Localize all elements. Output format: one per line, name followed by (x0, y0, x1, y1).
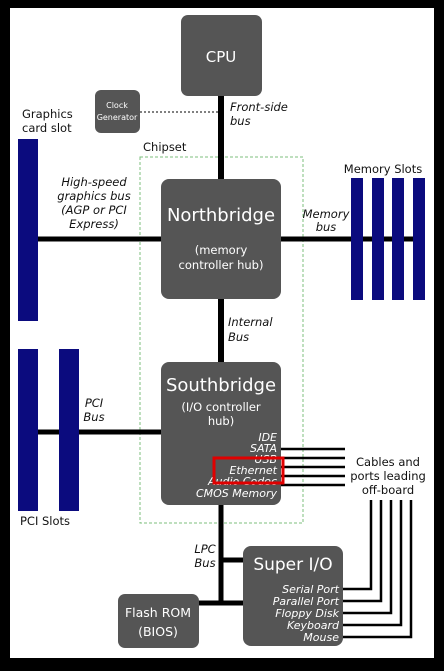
svg-text:ports leading: ports leading (350, 469, 426, 483)
graphics-card-slot (18, 139, 38, 321)
memory-slots (351, 178, 425, 300)
cpu-label: CPU (206, 48, 237, 66)
pci-bus-label: PCI (85, 396, 104, 410)
internal-bus-label: Internal (228, 315, 273, 329)
svg-text:off-board: off-board (362, 483, 414, 497)
graphics-card-slot-label: card slot (22, 121, 72, 135)
chipset-label: Chipset (143, 140, 187, 154)
memory-bus-label: bus (316, 220, 337, 234)
port-ethernet: Ethernet (229, 464, 277, 477)
southbridge-ports: IDE SATA USB Ethernet Audio Codec CMOS M… (196, 431, 278, 500)
southbridge-box (161, 362, 281, 505)
graphics-card-slot-label: Graphics (22, 107, 73, 121)
southbridge-cables (278, 447, 345, 487)
flash-rom-label: Flash ROM (125, 605, 191, 620)
svg-text:Cables and: Cables and (356, 455, 420, 469)
southbridge-title: Southbridge (166, 375, 276, 396)
flash-rom-box (118, 594, 199, 648)
memory-slots-label: Memory Slots (344, 162, 422, 176)
svg-text:(AGP or PCI: (AGP or PCI (61, 203, 127, 217)
port-serial: Serial Port (282, 583, 340, 596)
port-mouse: Mouse (303, 631, 339, 644)
port-keyboard: Keyboard (287, 619, 340, 632)
super-io-title: Super I/O (253, 555, 332, 575)
northbridge-title: Northbridge (167, 205, 275, 226)
front-side-bus-label: bus (230, 114, 251, 128)
high-speed-bus-label: High-speed graphics bus (AGP or PCI Expr… (57, 175, 130, 231)
pci-bus-label: Bus (83, 410, 104, 424)
bus-lines (38, 96, 425, 606)
port-sata: SATA (250, 442, 277, 455)
lpc-bus-label: LPC (194, 542, 215, 556)
cables-label: Cables and ports leading off-board (350, 455, 426, 497)
northbridge-subtitle: controller hub) (179, 258, 264, 272)
clock-generator-label: Clock (106, 101, 128, 110)
southbridge-subtitle: hub) (208, 414, 234, 428)
southbridge-subtitle: (I/O controller (181, 400, 261, 414)
internal-bus-label: Bus (228, 330, 249, 344)
lpc-bus-label: Bus (194, 556, 215, 570)
northbridge-box (161, 179, 281, 299)
northbridge-subtitle: (memory (195, 243, 248, 257)
pci-slots-label: PCI Slots (20, 514, 70, 528)
ethernet-highlight-box (212, 456, 285, 485)
front-side-bus-label: Front-side (230, 100, 288, 114)
super-io-ports: Serial Port Parallel Port Floppy Disk Ke… (273, 583, 340, 644)
svg-text:High-speed: High-speed (61, 175, 127, 189)
svg-text:Express): Express) (69, 217, 119, 231)
pci-slots (18, 349, 79, 511)
cpu-box (181, 15, 262, 96)
superio-cables (340, 500, 413, 639)
clock-generator-box (95, 90, 140, 133)
super-io-box (243, 546, 343, 646)
clock-generator-label: Generator (97, 113, 138, 122)
flash-rom-label: (BIOS) (138, 624, 178, 639)
svg-text:graphics bus: graphics bus (57, 189, 130, 203)
port-parallel: Parallel Port (273, 595, 340, 608)
port-cmos-memory: CMOS Memory (196, 487, 278, 500)
port-floppy: Floppy Disk (275, 607, 339, 620)
memory-bus-label: Memory (303, 207, 350, 221)
port-ide: IDE (258, 431, 277, 444)
